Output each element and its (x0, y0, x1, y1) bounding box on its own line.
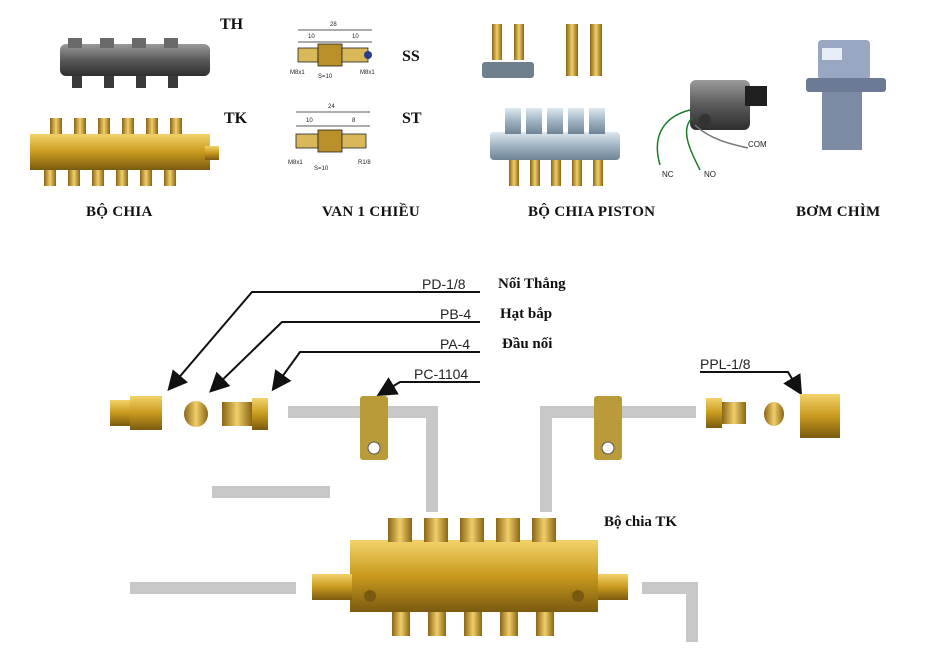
caption-piston-distributor: BỘ CHIA PISTON (528, 204, 656, 220)
piston-distributor-image (490, 108, 620, 186)
pc-pipe-clamp (360, 396, 388, 460)
ss-dim-total: 28 (330, 22, 337, 28)
switch-label-com: COM (748, 140, 767, 149)
st-dim-total: 24 (328, 104, 335, 110)
code-pa: PA-4 (440, 336, 471, 352)
ppl-connector-set (706, 394, 840, 438)
callout-arrows (167, 291, 803, 397)
st-hex: S=10 (314, 166, 329, 172)
caption-submersible-pump: BƠM CHÌM (796, 204, 881, 220)
code-pc: PC-1104 (414, 366, 469, 382)
name-pd: Nối Thẳng (498, 276, 566, 292)
st-check-valve-drawing (295, 111, 370, 153)
label-th: TH (220, 16, 244, 33)
code-pb: PB-4 (440, 306, 472, 322)
st-dim-left: 10 (306, 118, 313, 124)
label-tk-block: Bộ chia TK (604, 514, 678, 530)
ss-dim-right: 10 (352, 34, 359, 40)
ss-check-valve-drawing (297, 29, 372, 67)
piston-fittings-image (482, 24, 602, 78)
name-pb: Hạt bắp (500, 306, 553, 322)
th-distributor-image (60, 38, 210, 88)
label-ss: SS (402, 48, 420, 65)
switch-label-nc: NC (662, 170, 674, 179)
ss-dim-left: 10 (308, 34, 315, 40)
name-pa: Đầu nối (502, 336, 553, 352)
caption-distributor: BỘ CHIA (86, 204, 153, 220)
right-pipe-clamp (594, 396, 622, 460)
label-tk: TK (224, 110, 248, 127)
st-thread-right: R1/8 (358, 160, 371, 166)
code-pd: PD-1/8 (422, 276, 466, 292)
label-st: ST (402, 110, 422, 127)
st-thread-left: M8x1 (288, 160, 303, 166)
pd-straight-connector (110, 396, 162, 430)
switch-label-no: NO (704, 170, 716, 179)
tk-block-assembly (312, 518, 628, 636)
st-dim-right: 8 (352, 118, 356, 124)
code-ppl: PPL-1/8 (700, 356, 751, 372)
caption-check-valve: VAN 1 CHIỀU (322, 204, 421, 220)
ss-thread-left: M8x1 (290, 70, 305, 76)
pa-connector (222, 398, 268, 430)
switch-valve-image (656, 80, 767, 171)
gray-pipe-paths (130, 406, 698, 642)
submersible-pump-image (806, 40, 886, 150)
tk-distributor-image (30, 118, 219, 186)
ss-hex: S=10 (318, 74, 333, 80)
ss-thread-right: M8x1 (360, 70, 375, 76)
pb-olive-ferrule (184, 401, 208, 427)
